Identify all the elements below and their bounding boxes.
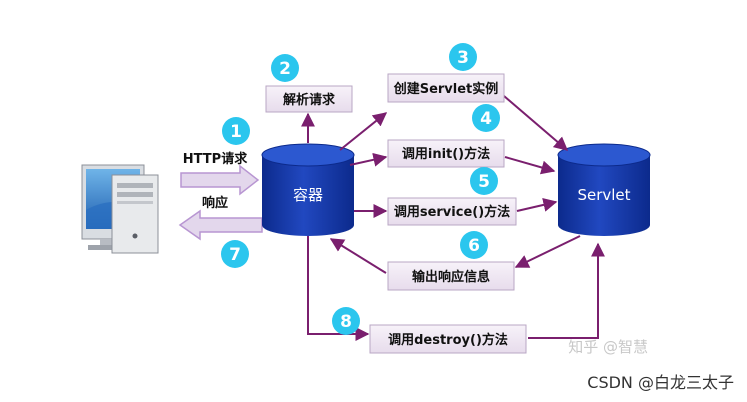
response-label: 响应 (202, 195, 228, 211)
step-badge-2: 2 (271, 54, 299, 82)
arrow-container-to-create (339, 112, 388, 151)
step-box-parse: 解析请求 (265, 85, 353, 113)
http-request-label: HTTP请求 (183, 151, 248, 167)
svg-text:8: 8 (340, 312, 352, 332)
arrow-container-to-init (349, 152, 388, 167)
step-badge-4: 4 (472, 104, 500, 132)
svg-text:调用init()方法: 调用init()方法 (402, 146, 490, 162)
svg-text:解析请求: 解析请求 (282, 92, 336, 108)
svg-text:调用destroy()方法: 调用destroy()方法 (388, 332, 508, 348)
step-badge-7: 7 (221, 240, 249, 268)
svg-text:5: 5 (478, 172, 490, 192)
step-box-init: 调用init()方法 (387, 139, 505, 168)
arrow-output-to-container (329, 238, 387, 274)
container-cylinder: 容器 (261, 143, 355, 236)
step-badge-8: 8 (332, 307, 360, 335)
svg-text:7: 7 (229, 245, 241, 265)
arrow-servlet-to-output (514, 235, 581, 268)
csdn-watermark: CSDN @白龙三太子 (587, 373, 734, 392)
servlet-cylinder: Servlet (557, 143, 651, 236)
svg-text:4: 4 (480, 109, 492, 129)
arrow-init-to-servlet (504, 156, 556, 175)
svg-text:6: 6 (468, 236, 480, 256)
response-flow-arrow (178, 209, 263, 241)
svg-text:输出响应信息: 输出响应信息 (412, 269, 490, 285)
desktop-computer-icon (81, 164, 159, 254)
step-badge-5: 5 (470, 167, 498, 195)
container-label: 容器 (293, 186, 323, 204)
step-box-destroy: 调用destroy()方法 (369, 324, 527, 354)
arrow-service-to-servlet (516, 198, 558, 212)
svg-text:2: 2 (279, 59, 291, 79)
svg-text:创建Servlet实例: 创建Servlet实例 (393, 81, 499, 97)
request-flow-arrow (180, 164, 260, 196)
zhihu-watermark: 知乎 @智慧 (568, 338, 648, 356)
step-box-service: 调用service()方法 (387, 197, 517, 226)
step-badge-6: 6 (460, 231, 488, 259)
step-badge-1: 1 (222, 117, 250, 145)
arrow-destroy-to-servlet (528, 242, 605, 339)
servlet-label: Servlet (577, 186, 630, 204)
svg-text:3: 3 (457, 48, 469, 68)
svg-text:调用service()方法: 调用service()方法 (394, 204, 510, 220)
step-box-output: 输出响应信息 (387, 261, 515, 291)
arrow-create-to-servlet (503, 95, 569, 151)
svg-text:1: 1 (230, 122, 242, 142)
step-badge-3: 3 (449, 43, 477, 71)
step-box-create: 创建Servlet实例 (387, 73, 505, 103)
